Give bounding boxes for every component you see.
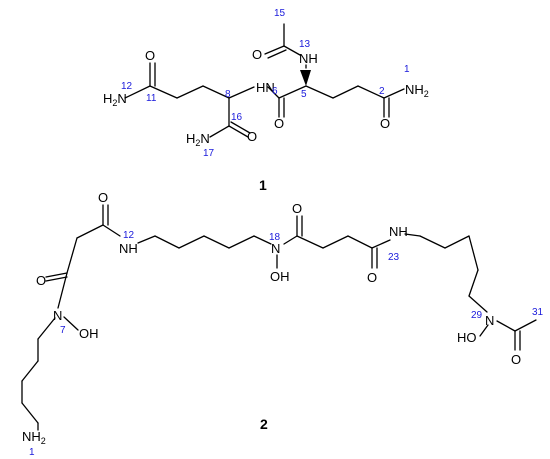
locant-13: 13	[299, 39, 311, 50]
oxygen-label: O	[98, 190, 108, 205]
hydroxyl-label: OH	[270, 269, 290, 284]
compound-1-label: 1	[259, 177, 267, 193]
locant-5: 5	[301, 89, 307, 100]
amide-nh-label: NH	[389, 224, 408, 239]
locant-16: 16	[231, 112, 243, 123]
oxygen-label: O	[511, 352, 521, 367]
amine-label: H2N	[103, 91, 127, 108]
amide-nh-label: NH	[119, 241, 138, 256]
locant-31: 31	[532, 307, 544, 318]
amide-nh-label: NH	[299, 51, 318, 66]
locant-12: 12	[123, 230, 135, 241]
oxygen-label: O	[380, 116, 390, 131]
oxygen-label: O	[367, 270, 377, 285]
nitrogen-label: N	[485, 313, 494, 328]
amide-nh-label: HN	[256, 80, 275, 95]
amine-label: H2N	[186, 131, 210, 148]
locant-12: 12	[121, 81, 133, 92]
oxygen-label: O	[36, 273, 46, 288]
hydroxyl-label: OH	[79, 326, 99, 341]
amine-label: NH2	[22, 429, 46, 446]
oxygen-label: O	[252, 47, 262, 62]
oxygen-label: O	[274, 116, 284, 131]
locant-17: 17	[203, 148, 215, 159]
locant-2: 2	[379, 86, 385, 97]
locant-6: 6	[272, 86, 278, 97]
locant-18: 18	[269, 232, 281, 243]
locant-29: 29	[471, 310, 483, 321]
compound-2-label: 2	[260, 416, 268, 432]
locant-23: 23	[388, 252, 400, 263]
oxygen-label: O	[247, 129, 257, 144]
amine-label: NH2	[405, 82, 429, 99]
hydroxyl-label: HO	[457, 330, 477, 345]
locant-15: 15	[274, 8, 286, 19]
oxygen-label: O	[145, 48, 155, 63]
locant-8: 8	[225, 89, 231, 100]
nitrogen-label: N	[53, 308, 62, 323]
compound-1-structure: H2N O HN O NH O O H2N O NH2 15 13 12 11 …	[103, 8, 429, 193]
locant-11: 11	[146, 93, 157, 104]
nitrogen-label: N	[271, 241, 280, 256]
oxygen-label: O	[292, 201, 302, 216]
locant-1: 1	[29, 447, 35, 458]
compound-2-structure: O NH O N OH NH2 N OH O O NH N HO O 12 7 …	[21, 190, 544, 458]
locant-1: 1	[404, 64, 410, 75]
locant-7: 7	[60, 325, 66, 336]
